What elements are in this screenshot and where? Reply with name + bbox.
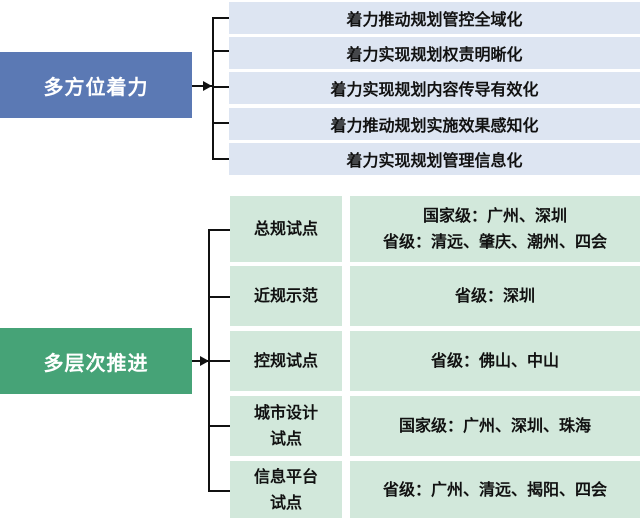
level-value: 国家级：广州、深圳、珠海: [350, 396, 640, 456]
arrow-icon: [200, 356, 209, 366]
connector-line: [208, 490, 230, 492]
connector-line: [212, 122, 229, 124]
level-value: 省级：佛山、中山: [350, 331, 640, 391]
measure-item: 着力推动规划实施效果感知化: [229, 108, 640, 140]
connector-line: [212, 17, 214, 159]
connector-line: [212, 86, 229, 88]
connector-line: [208, 229, 230, 231]
level-label: 信息平台 试点: [230, 461, 342, 518]
connector-line: [208, 425, 230, 427]
connector-line: [212, 17, 229, 19]
category-title: 多方位着力: [43, 74, 149, 99]
measure-item: 着力实现规划权责明晰化: [229, 37, 640, 69]
measure-item: 着力实现规划内容传导有效化: [229, 72, 640, 104]
level-label: 近规示范: [230, 266, 342, 326]
connector-line: [192, 85, 212, 87]
connector-line: [208, 360, 230, 362]
arrow-icon: [203, 81, 212, 91]
connector-line: [212, 158, 229, 160]
connector-line: [208, 296, 230, 298]
measure-item: 着力实现规划管理信息化: [229, 143, 640, 175]
level-label: 城市设计 试点: [230, 396, 342, 456]
level-label: 控规试点: [230, 331, 342, 391]
level-value: 国家级：广州、深圳 省级：清远、肇庆、潮州、四会: [350, 196, 640, 262]
category-box-multi-directional: 多方位着力: [0, 52, 192, 118]
level-label: 总规试点: [230, 196, 342, 262]
measure-item: 着力推动规划管控全域化: [229, 2, 640, 34]
category-box-multi-level: 多层次推进: [0, 328, 192, 394]
connector-line: [212, 50, 229, 52]
level-value: 省级：广州、清远、揭阳、四会: [350, 461, 640, 518]
level-value: 省级：深圳: [350, 266, 640, 326]
category-title: 多层次推进: [43, 350, 149, 375]
